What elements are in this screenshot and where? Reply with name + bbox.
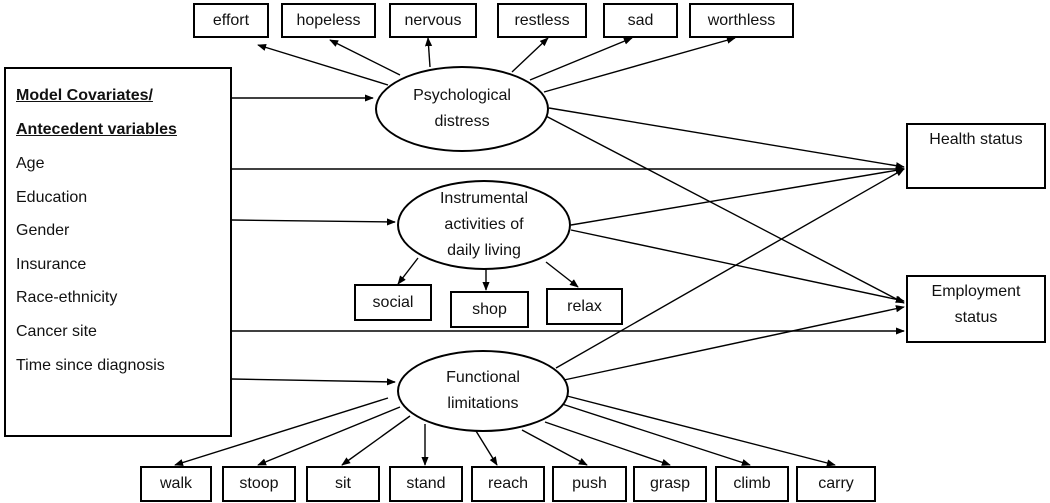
- indicator-worthless: worthless: [689, 3, 794, 38]
- psychological-distress-ellipse: Psychological distress: [375, 66, 549, 152]
- employment-status-label-line2: status: [954, 309, 998, 326]
- indicator-carry: carry: [796, 466, 876, 502]
- arrow-functional-employment: [563, 305, 905, 381]
- arrow-psych-nervous: [424, 37, 433, 68]
- iadl-label-line1: Instrumental: [439, 190, 529, 207]
- indicator-nervous: nervous: [389, 3, 477, 38]
- indicator-effort: effort: [193, 3, 269, 38]
- covariates-box: Model Covariates/ Antecedent variables A…: [4, 67, 232, 437]
- covariate-race-ethnicity: Race-ethnicity: [16, 289, 118, 306]
- arrow-functional-grasp: [544, 421, 671, 466]
- indicator-walk: walk: [140, 466, 212, 502]
- arrow-cov-functional: [231, 378, 396, 386]
- covariates-heading-line1: Model Covariates/: [16, 87, 153, 104]
- indicator-social: social: [354, 284, 432, 321]
- indicator-stand: stand: [389, 466, 463, 502]
- covariate-insurance: Insurance: [16, 256, 87, 273]
- indicator-stoop: stoop: [222, 466, 296, 502]
- employment-status-box: Employment status: [906, 275, 1046, 343]
- indicator-sit: sit: [306, 466, 380, 502]
- indicator-hopeless: hopeless: [281, 3, 376, 38]
- arrow-iadl-social: [397, 257, 419, 285]
- arrow-functional-sit: [341, 415, 411, 466]
- arrow-functional-reach: [475, 430, 498, 466]
- indicator-reach: reach: [471, 466, 545, 502]
- health-status-label: Health status: [929, 131, 1023, 148]
- arrow-psych-employment: [541, 113, 905, 304]
- covariates-heading-line2: Antecedent variables: [16, 121, 177, 138]
- arrow-functional-walk: [174, 397, 389, 467]
- indicator-sad: sad: [603, 3, 678, 38]
- arrow-psych-effort: [257, 43, 389, 86]
- indicator-relax: relax: [546, 288, 623, 325]
- covariate-cancer-site: Cancer site: [16, 323, 97, 340]
- employment-status-label-line1: Employment: [931, 283, 1021, 300]
- covariate-education: Education: [16, 189, 88, 206]
- indicator-climb: climb: [715, 466, 789, 502]
- arrow-cov-iadl: [231, 218, 396, 226]
- arrow-iadl-employment: [570, 229, 905, 303]
- iadl-label-line3: daily living: [447, 242, 521, 259]
- arrow-functional-climb: [561, 403, 751, 466]
- psychological-distress-label-line1: Psychological: [413, 87, 511, 104]
- arrow-iadl-health: [570, 166, 905, 226]
- indicator-shop: shop: [450, 291, 529, 328]
- arrow-functional-push: [521, 429, 588, 466]
- iadl-ellipse: Instrumental activities of daily living: [397, 180, 571, 270]
- arrow-psych-health: [548, 107, 905, 170]
- indicator-restless: restless: [497, 3, 587, 38]
- arrow-functional-carry: [566, 395, 836, 467]
- covariate-time-since-diagnosis: Time since diagnosis: [16, 357, 165, 374]
- covariate-age: Age: [16, 155, 45, 172]
- psychological-distress-label-line2: distress: [434, 113, 490, 130]
- functional-limitations-label-line1: Functional: [446, 369, 520, 386]
- arrow-iadl-relax: [545, 261, 579, 288]
- iadl-label-line2: activities of: [444, 216, 524, 233]
- functional-limitations-label-line2: limitations: [447, 395, 519, 412]
- arrow-psych-sad: [529, 37, 633, 81]
- arrow-psych-worthless: [543, 36, 736, 93]
- functional-limitations-ellipse: Functional limitations: [397, 350, 569, 432]
- arrow-functional-stoop: [257, 406, 401, 466]
- health-status-box: Health status: [906, 123, 1046, 189]
- arrow-psych-restless: [511, 37, 549, 73]
- arrow-functional-health: [555, 168, 905, 369]
- covariate-gender: Gender: [16, 222, 70, 239]
- arrow-psych-hopeless: [329, 39, 401, 76]
- indicator-push: push: [552, 466, 627, 502]
- indicator-grasp: grasp: [633, 466, 707, 502]
